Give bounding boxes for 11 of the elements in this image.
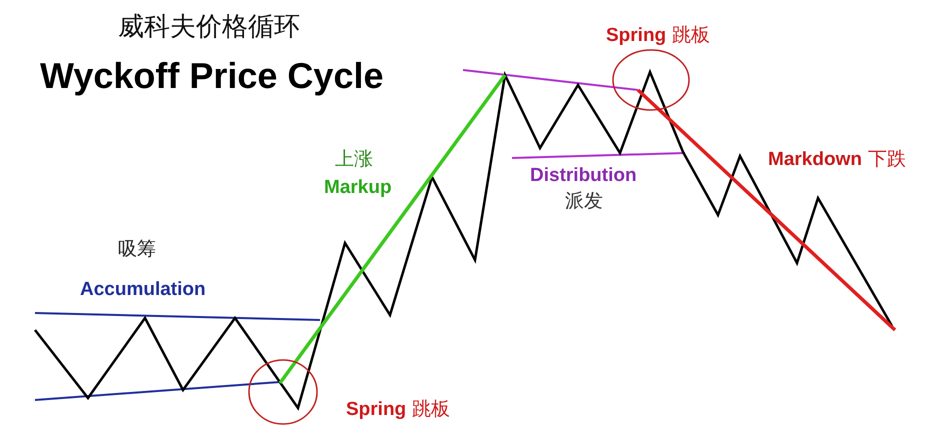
phase-label: Accumulation: [80, 280, 206, 299]
phase-label: Distribution: [530, 166, 637, 185]
title-text: 威科夫价格循环: [118, 14, 300, 40]
annotation-text: 上涨: [335, 150, 373, 169]
annotation-text: Spring 跳板: [606, 26, 710, 45]
title-text: Wyckoff Price Cycle: [40, 58, 384, 94]
phase-label: Markup: [324, 178, 392, 197]
annotation-text: Spring 跳板: [346, 400, 450, 419]
phase-label: Markdown 下跌: [768, 150, 906, 169]
annotation-text: 派发: [565, 192, 603, 211]
annotation-text: 吸筹: [118, 240, 156, 259]
